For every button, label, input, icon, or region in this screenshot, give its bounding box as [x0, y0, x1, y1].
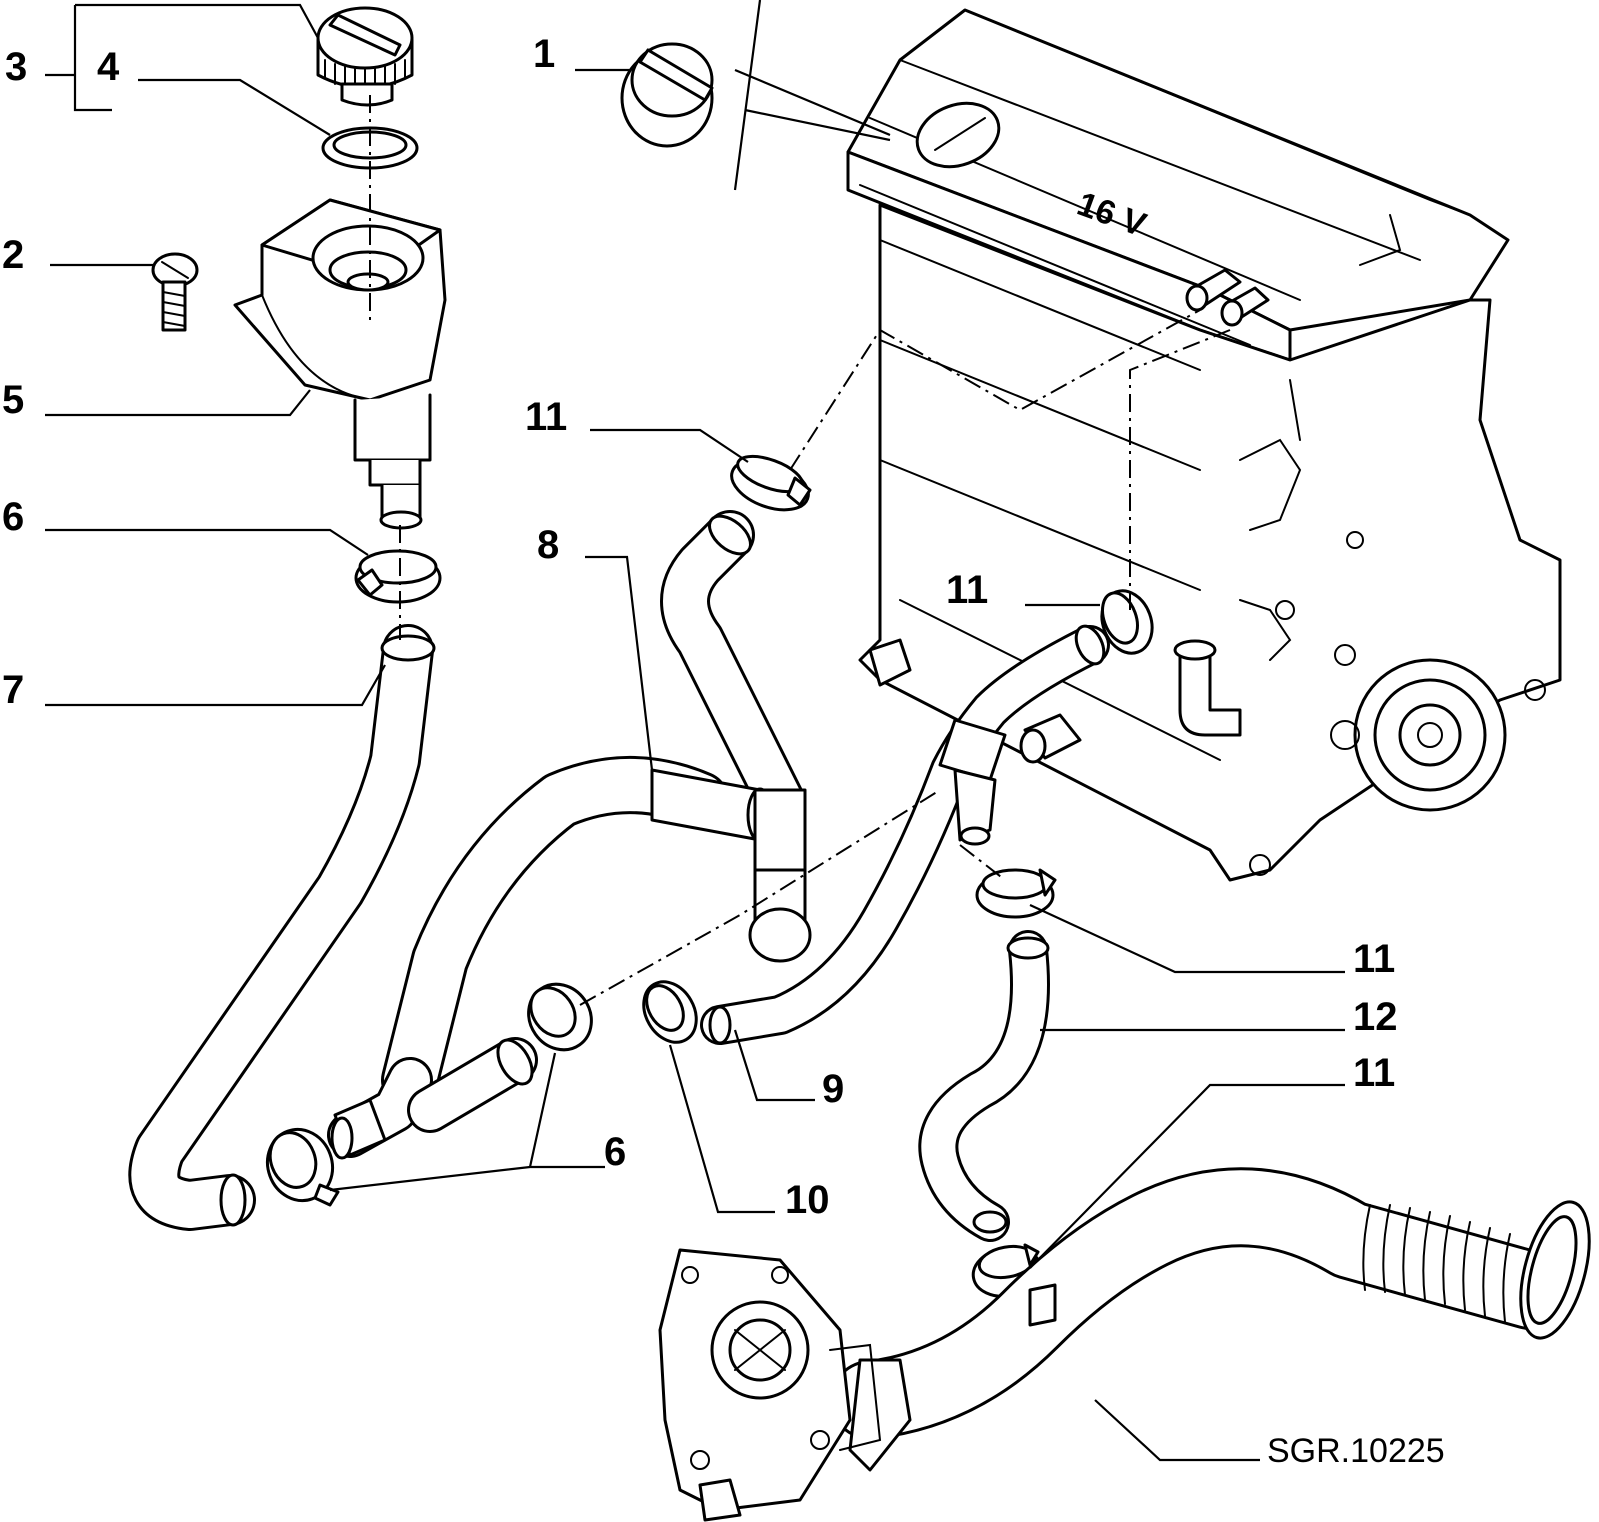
callout-8: 8 — [537, 523, 559, 567]
hose-clamp-11-top — [730, 454, 812, 512]
callout-6-bottom: 6 — [604, 1130, 626, 1174]
hose-clamp-6-top — [354, 549, 442, 604]
callout-11-right: 11 — [946, 568, 988, 612]
callout-4: 4 — [97, 45, 120, 89]
expansion-tank-cap-3 — [316, 6, 414, 107]
callout-1: 1 — [533, 32, 555, 76]
hose-clamp-10 — [642, 980, 698, 1044]
callout-2: 2 — [2, 233, 24, 277]
hose-8 — [327, 510, 812, 1160]
engine-block — [846, 8, 1562, 882]
callout-10: 10 — [785, 1178, 830, 1222]
center-lines — [369, 95, 1231, 1006]
leader-lines — [45, 0, 1345, 1462]
callout-3: 3 — [5, 45, 27, 89]
callout-6-top: 6 — [2, 495, 24, 539]
callout-12: 12 — [1353, 995, 1398, 1039]
callout-11-bottom: 11 — [1353, 1051, 1395, 1095]
hose-7 — [128, 624, 436, 1231]
bolt-2 — [151, 252, 199, 332]
callout-11-top: 11 — [525, 395, 567, 439]
callout-9: 9 — [822, 1067, 844, 1111]
callout-11-mid: 11 — [1353, 937, 1395, 981]
hose-clamp-6-mid — [527, 982, 593, 1052]
callout-labels: 3 4 1 2 5 6 7 8 11 11 11 12 11 9 6 10 — [2, 32, 1398, 1222]
hose-12 — [918, 930, 1050, 1242]
hose-clamp-11-right — [1100, 589, 1154, 655]
expansion-tank-5 — [233, 198, 447, 530]
callout-7: 7 — [2, 668, 24, 712]
callout-5: 5 — [2, 378, 24, 422]
hose-9 — [700, 624, 1110, 1045]
reference-code: SGR.10225 — [1267, 1432, 1445, 1470]
thermostat-housing-and-duct — [658, 1167, 1591, 1522]
oil-filler-cap-1 — [620, 42, 714, 148]
hose-clamp-6-low — [266, 1127, 340, 1207]
